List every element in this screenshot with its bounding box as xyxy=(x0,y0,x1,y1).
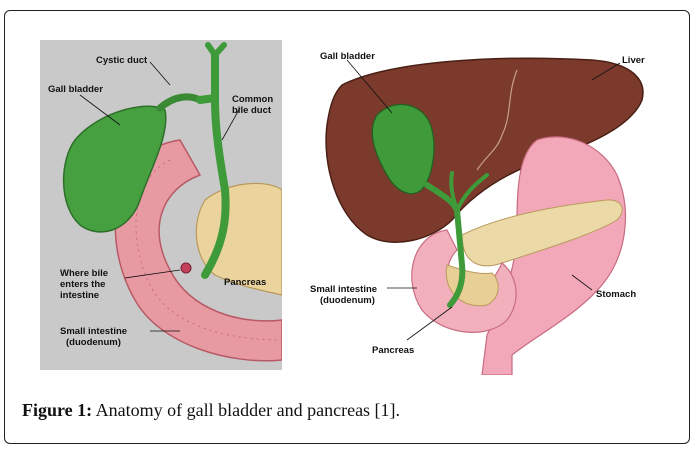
label-pancreas: Pancreas xyxy=(224,277,266,288)
label-where-bile: Where bile xyxy=(60,268,108,279)
cystic-duct xyxy=(160,97,200,108)
label-bile-duct: bile duct xyxy=(232,105,272,116)
label-small-intestine: Small intestine xyxy=(310,284,377,295)
label-intestine: intestine xyxy=(60,290,99,301)
label-liver: Liver xyxy=(622,55,645,66)
label-pancreas: Pancreas xyxy=(372,345,414,356)
hepatic-ducts xyxy=(208,45,224,55)
label-duodenum: (duodenum) xyxy=(66,337,121,348)
label-duodenum: (duodenum) xyxy=(320,295,375,306)
left-anatomy-illustration: Cystic duct Gall bladder Common bile duc… xyxy=(40,40,282,370)
caption-text: Anatomy of gall bladder and pancreas [1]… xyxy=(92,400,400,420)
bile-entry-point xyxy=(181,263,191,273)
label-cystic-duct: Cystic duct xyxy=(96,55,148,66)
label-gall-bladder: Gall bladder xyxy=(320,51,375,62)
right-anatomy-illustration: Gall bladder Liver Small intestine (duod… xyxy=(302,35,667,375)
label-common: Common xyxy=(232,94,273,105)
label-gall-bladder: Gall bladder xyxy=(48,84,103,95)
label-stomach: Stomach xyxy=(596,289,636,300)
figure-label: Figure 1: xyxy=(22,400,92,420)
left-anatomy-panel: Cystic duct Gall bladder Common bile duc… xyxy=(40,40,282,370)
duct-junction xyxy=(200,98,215,100)
right-anatomy-panel: Gall bladder Liver Small intestine (duod… xyxy=(302,35,667,375)
figure-caption: Figure 1: Anatomy of gall bladder and pa… xyxy=(22,400,400,421)
label-enters-the: enters the xyxy=(60,279,105,290)
leader-cystic-duct xyxy=(150,62,170,85)
label-small-intestine: Small intestine xyxy=(60,326,127,337)
